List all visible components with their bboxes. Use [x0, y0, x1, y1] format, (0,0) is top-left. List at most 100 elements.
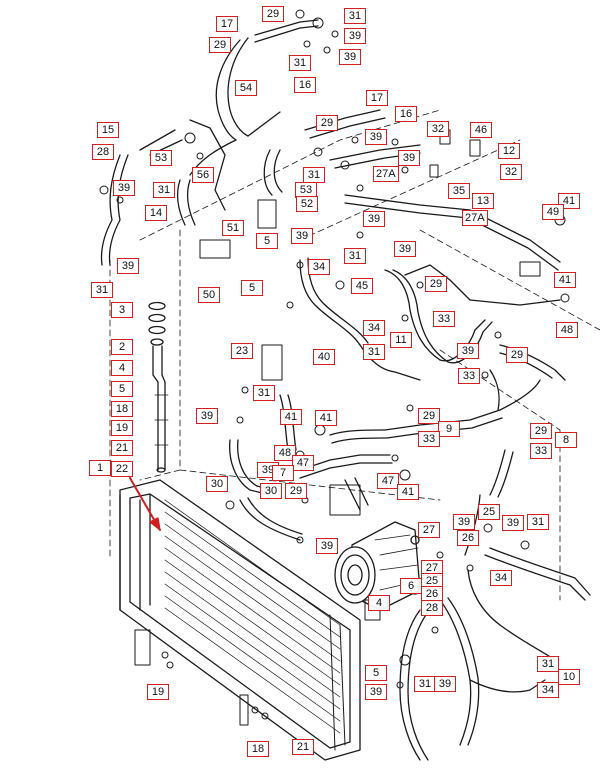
callout-label: 40: [313, 349, 335, 365]
callout-label: 34: [308, 259, 330, 275]
callout-label: 39: [113, 180, 135, 196]
callout-label: 39: [398, 150, 420, 166]
callout-label: 31: [344, 248, 366, 264]
callout-label: 52: [296, 196, 318, 212]
callout-label: 21: [111, 440, 133, 456]
callout-label: 34: [490, 570, 512, 586]
callout-label: 39: [339, 49, 361, 65]
callout-label: 31: [91, 282, 113, 298]
callout-label: 27: [418, 522, 440, 538]
callout-label: 25: [478, 504, 500, 520]
callout-label: 41: [397, 484, 419, 500]
callout-label: 22: [111, 461, 133, 477]
callout-label: 30: [206, 476, 228, 492]
callout-label: 54: [235, 80, 257, 96]
callout-label: 31: [289, 55, 311, 71]
callout-label: 50: [198, 287, 220, 303]
callout-label: 17: [216, 16, 238, 32]
callout-label: 31: [303, 167, 325, 183]
callout-label: 33: [433, 311, 455, 327]
callout-label: 31: [527, 514, 549, 530]
callout-label: 46: [470, 122, 492, 138]
callout-label: 31: [253, 385, 275, 401]
callout-label: 31: [414, 676, 436, 692]
callout-label: 39: [291, 228, 313, 244]
callout-label: 18: [247, 741, 269, 757]
callout-label: 39: [502, 515, 524, 531]
callout-label: 29: [418, 408, 440, 424]
callout-label: 29: [530, 423, 552, 439]
callout-label: 5: [241, 280, 263, 296]
callout-label: 33: [418, 431, 440, 447]
callout-label: 39: [394, 241, 416, 257]
callout-label: 1: [89, 460, 111, 476]
callout-label: 51: [222, 220, 244, 236]
fittings-and-fasteners: [99, 9, 570, 726]
callout-label: 13: [472, 193, 494, 209]
callout-label: 28: [421, 600, 443, 616]
callout-label: 39: [457, 343, 479, 359]
callout-label: 35: [448, 183, 470, 199]
callout-label: 48: [274, 445, 296, 461]
callout-label: 41: [554, 272, 576, 288]
callout-label: 30: [260, 483, 282, 499]
callout-label: 34: [537, 682, 559, 698]
callout-label: 5: [256, 233, 278, 249]
callout-label: 47: [292, 455, 314, 471]
callout-label: 39: [453, 514, 475, 530]
callout-label: 45: [351, 278, 373, 294]
callout-label: 39: [363, 211, 385, 227]
callout-label: 11: [390, 332, 412, 348]
callout-label: 5: [111, 381, 133, 397]
callout-label: 39: [344, 28, 366, 44]
callout-label: 17: [366, 90, 388, 106]
callout-label: 15: [97, 122, 119, 138]
callout-label: 7: [272, 465, 294, 481]
callout-label: 32: [427, 121, 449, 137]
callout-label: 9: [438, 421, 460, 437]
callout-label: 39: [316, 538, 338, 554]
callout-label: 31: [153, 182, 175, 198]
callout-label: 47: [377, 473, 399, 489]
callout-label: 26: [457, 530, 479, 546]
callout-label: 39: [434, 676, 456, 692]
callout-label: 27A: [373, 166, 399, 182]
callout-label: 39: [365, 684, 387, 700]
callout-label: 27A: [462, 210, 488, 226]
callout-label: 29: [425, 276, 447, 292]
callout-label: 4: [368, 595, 390, 611]
callout-label: 5: [365, 665, 387, 681]
callout-label: 56: [192, 167, 214, 183]
callout-label: 18: [111, 401, 133, 417]
callout-label: 3: [111, 302, 133, 318]
callout-label: 39: [117, 258, 139, 274]
callout-label: 29: [285, 483, 307, 499]
callout-label: 29: [209, 37, 231, 53]
callout-label: 10: [558, 669, 580, 685]
callout-label: 33: [458, 368, 480, 384]
callout-label: 21: [292, 739, 314, 755]
callout-label: 29: [316, 115, 338, 131]
callout-label: 41: [315, 410, 337, 426]
callout-label: 31: [363, 344, 385, 360]
callout-label: 31: [537, 656, 559, 672]
callout-label: 16: [294, 77, 316, 93]
callout-label: 49: [542, 204, 564, 220]
callout-label: 41: [280, 409, 302, 425]
receiver-drier: [148, 301, 169, 473]
callout-label: 14: [145, 205, 167, 221]
callout-label: 19: [147, 684, 169, 700]
callout-label: 33: [530, 443, 552, 459]
callout-label: 6: [400, 578, 422, 594]
callout-label: 29: [506, 347, 528, 363]
callout-label: 23: [231, 343, 253, 359]
callout-label: 28: [92, 144, 114, 160]
callout-label: 29: [262, 6, 284, 22]
callout-label: 34: [363, 320, 385, 336]
callout-label: 53: [295, 182, 317, 198]
condenser: [119, 479, 361, 761]
callout-label: 12: [498, 143, 520, 159]
callout-label: 32: [500, 164, 522, 180]
callout-label: 48: [556, 322, 578, 338]
